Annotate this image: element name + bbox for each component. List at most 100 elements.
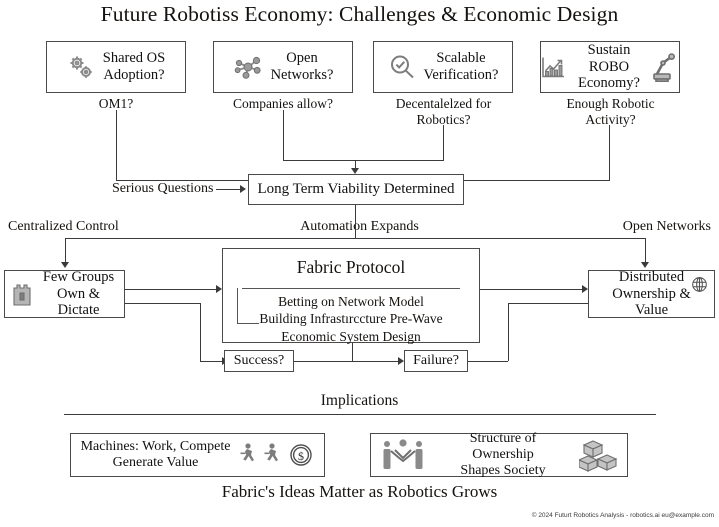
- arrow-into-distributed: [582, 285, 588, 293]
- caption-shared-os: OM1?: [46, 96, 186, 112]
- distributed-ownership-label: Distributed Ownership & Value: [595, 269, 708, 319]
- connector-success-to-failure: [294, 361, 400, 362]
- arrow-to-distributed: [641, 262, 649, 268]
- connector-shared-os-vertical: [116, 110, 117, 180]
- question-box-label: Open Networks?: [271, 50, 334, 84]
- handshake-people-icon: [379, 438, 427, 472]
- connector-fabric-bottom-stub: [352, 343, 353, 361]
- band-horizontal-rail: [65, 238, 645, 239]
- label-line-2: Own & Dictate: [56, 285, 101, 319]
- serious-questions-label: Serious Questions: [112, 181, 214, 196]
- boxes-icon: [579, 438, 619, 472]
- tagline: Fabric's Ideas Matter as Robotics Grows: [221, 482, 498, 501]
- label-line-1: Structure of Ownership: [469, 430, 537, 462]
- fabric-item: Economic System Design: [281, 328, 421, 344]
- band-center-drop: [355, 205, 356, 238]
- question-box-sustain-robo[interactable]: Sustain ROBO Economy?: [540, 41, 680, 93]
- growth-chart-icon: [541, 54, 567, 80]
- footer-copyright: © 2024 Futurt Robotics Analysis - roboti…: [531, 512, 714, 519]
- implications-structure-label: Structure of Ownership Shapes Society: [441, 431, 565, 480]
- arrow-to-few-groups: [61, 262, 69, 268]
- connector-few-groups-to-success-h: [125, 303, 200, 304]
- few-groups-box[interactable]: Few Groups Own & Dictate: [4, 269, 125, 319]
- few-groups-label: Few Groups Own & Dictate: [39, 269, 118, 319]
- band-label-center: Automation Expands: [300, 219, 419, 234]
- caption-line-1: Decentalelzed for: [395, 96, 492, 111]
- connector-sustain-horizontal: [464, 180, 610, 181]
- band-label-left: Centralized Control: [8, 219, 119, 234]
- connector-open-networks-vertical: [283, 110, 284, 160]
- label-line-1: Machines: Work, Compete: [80, 438, 231, 454]
- band-right-drop: [645, 238, 646, 266]
- implications-divider: [64, 414, 656, 415]
- connector-failure-return-v: [508, 303, 509, 361]
- label-line-2: Adoption?: [103, 67, 165, 83]
- connector-serious-questions: [216, 189, 242, 190]
- fabric-protocol-box[interactable]: Fabric Protocol Betting on Network Model…: [222, 248, 480, 345]
- connector-sustain-vertical: [609, 125, 610, 180]
- label-line-2: Verification?: [423, 67, 499, 83]
- implications-box-machines[interactable]: Machines: Work, Compete Generate Value $: [70, 433, 325, 477]
- caption-scalable-verification: Decentalelzed for Robotics?: [366, 96, 521, 127]
- connector-failure-return-h: [508, 303, 588, 304]
- fabric-item: Betting on Network Model: [278, 294, 424, 309]
- label-line-2: Shapes Society: [460, 463, 546, 479]
- question-box-shared-os[interactable]: Shared OS Adoption?: [46, 41, 186, 93]
- page-title: Future Robotiss Economy: Challenges & Ec…: [100, 2, 619, 26]
- caption-line-1: Enough Robotic: [566, 96, 655, 111]
- caption-line-2: Robotics?: [416, 111, 471, 127]
- label-line-1: Shared OS: [102, 50, 166, 67]
- magnifier-check-icon: [388, 53, 416, 81]
- label-line-1: Few Groups: [42, 268, 115, 285]
- question-box-label: Scalable Verification?: [424, 50, 499, 84]
- caption-line-1: Companies allow?: [232, 96, 334, 111]
- connector-verification-vertical: [443, 125, 444, 160]
- fabric-item-list: Betting on Network Model Building Infras…: [223, 293, 479, 345]
- globe-icon: [691, 276, 708, 293]
- band-left-drop: [65, 238, 66, 266]
- caption-line-1: OM1?: [98, 96, 134, 111]
- gears-icon: [67, 53, 95, 81]
- viability-box[interactable]: Long Term Viability Determined: [248, 174, 464, 205]
- success-box[interactable]: Success?: [224, 350, 294, 372]
- connector-shared-os-horizontal: [116, 180, 248, 181]
- arrow-into-viability: [351, 168, 359, 174]
- runners-dollar-icon: $: [238, 440, 314, 470]
- label-line-2: Economy?: [577, 75, 640, 92]
- question-box-open-networks[interactable]: Open Networks?: [213, 41, 353, 93]
- connector-few-groups-to-success-v: [200, 303, 201, 361]
- failure-box[interactable]: Failure?: [404, 350, 468, 372]
- viability-box-label: Long Term Viability Determined: [257, 180, 455, 197]
- connector-verification-horizontal: [356, 160, 444, 161]
- implications-box-structure[interactable]: Structure of Ownership Shapes Society: [370, 431, 628, 480]
- fabric-bracket-foot: [237, 323, 259, 324]
- caption-line-2: Activity?: [585, 111, 636, 127]
- fabric-bracket: [237, 288, 238, 323]
- distributed-ownership-box[interactable]: Distributed Ownership & Value: [588, 269, 715, 319]
- implications-machines-label: Machines: Work, Compete Generate Value: [81, 439, 231, 471]
- fabric-protocol-title: Fabric Protocol: [296, 257, 406, 277]
- castle-icon: [11, 281, 33, 307]
- caption-open-networks: Companies allow?: [203, 96, 363, 112]
- label-line-2: Generate Value: [112, 455, 199, 470]
- implications-heading: Implications: [320, 392, 399, 409]
- fabric-divider: [242, 288, 460, 289]
- arrow-serious-questions: [240, 185, 246, 193]
- fabric-item: Building Infrastırccture Pre-Wave: [259, 311, 443, 327]
- question-box-label: Sustain ROBO Economy?: [570, 42, 648, 92]
- label-line-1: Sustain ROBO: [587, 41, 631, 75]
- connector-failure-out: [468, 361, 508, 362]
- arrow-into-failure: [398, 357, 404, 365]
- question-box-label: Shared OS Adoption?: [103, 50, 165, 84]
- arrow-into-fabric: [216, 285, 222, 293]
- label-line-2: Ownership & Value: [612, 285, 691, 319]
- label-line-2: Networks?: [270, 67, 334, 83]
- connector-success-approach: [200, 361, 224, 362]
- band-label-right: Open Networks: [622, 219, 711, 234]
- connector-few-groups-to-fabric: [125, 289, 218, 290]
- caption-sustain-robo: Enough Robotic Activity?: [538, 96, 683, 127]
- question-box-scalable-verification[interactable]: Scalable Verification?: [373, 41, 513, 93]
- network-hub-icon: [233, 53, 263, 81]
- connector-fabric-to-distributed: [480, 289, 584, 290]
